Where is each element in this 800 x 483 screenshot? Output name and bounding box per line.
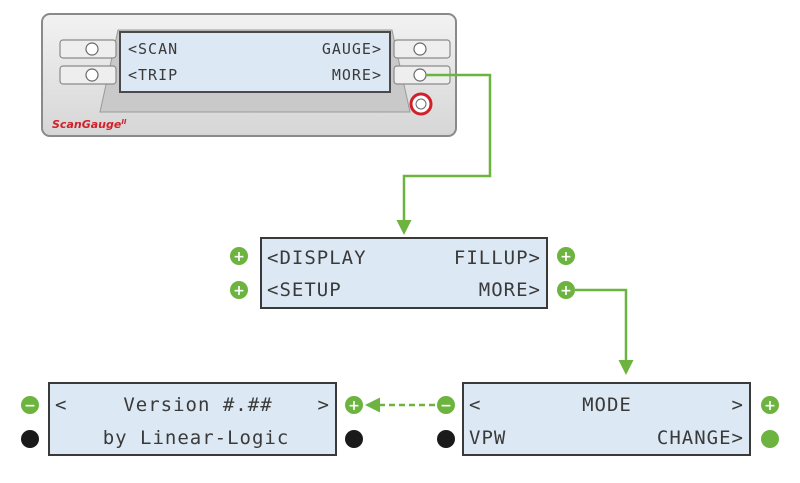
screen-version-minus-top-left[interactable]: − bbox=[21, 396, 39, 414]
svg-text:+: + bbox=[560, 249, 572, 265]
device-lcd-line2-left: <TRIP bbox=[128, 66, 178, 84]
screen-more-menu: <DISPLAY FILLUP> <SETUP MORE> + + + + bbox=[230, 237, 575, 309]
device-button-top-right[interactable] bbox=[393, 39, 451, 59]
svg-text:+: + bbox=[348, 398, 360, 414]
device-lcd-line2-right: MORE> bbox=[332, 66, 382, 84]
screen-mode: < MODE > VPW CHANGE> − + bbox=[437, 382, 779, 456]
screen-mode-lcd bbox=[462, 382, 751, 456]
svg-text:+: + bbox=[233, 249, 245, 265]
scangauge-device: <SCAN GAUGE> <TRIP MORE> ScanGaugeII bbox=[41, 13, 457, 137]
screen-mode-line1-left: < bbox=[469, 394, 481, 416]
screen-more-line2-right: MORE> bbox=[479, 279, 541, 301]
screen-more-lcd bbox=[260, 237, 548, 309]
screen-version-dot-bottom-right[interactable] bbox=[345, 430, 363, 448]
screen-version-line1-left: < bbox=[55, 394, 67, 416]
screen-mode-line1-center: MODE bbox=[582, 394, 632, 416]
svg-text:+: + bbox=[560, 283, 572, 299]
screen-mode-minus-top-left[interactable]: − bbox=[437, 396, 455, 414]
screen-version-plus-top-right[interactable]: + bbox=[345, 396, 363, 414]
screen-mode-line1-right: > bbox=[732, 394, 744, 416]
arrow-more-to-mode-screen bbox=[575, 288, 634, 375]
screen-more-plus-top-left[interactable]: + bbox=[230, 247, 248, 265]
device-lcd bbox=[119, 31, 391, 93]
screen-mode-dot-bottom-left[interactable] bbox=[437, 430, 455, 448]
screen-more-plus-top-right[interactable]: + bbox=[557, 247, 575, 265]
device-power-button[interactable] bbox=[409, 92, 433, 116]
screen-mode-plus-top-right[interactable]: + bbox=[761, 396, 779, 414]
screen-version: < Version #.## > by Linear-Logic − + bbox=[21, 382, 363, 456]
device-lcd-line1-right: GAUGE> bbox=[322, 40, 382, 58]
screen-version-line1-center: Version #.## bbox=[123, 394, 272, 416]
svg-text:−: − bbox=[24, 398, 36, 414]
screen-version-lcd bbox=[48, 382, 337, 456]
screen-more-plus-bottom-right[interactable]: + bbox=[557, 281, 575, 299]
device-button-bottom-left[interactable] bbox=[59, 65, 117, 85]
screen-mode-dot-bottom-right[interactable] bbox=[761, 430, 779, 448]
screen-more-plus-bottom-left[interactable]: + bbox=[230, 281, 248, 299]
screen-mode-line2-left: VPW bbox=[469, 427, 506, 449]
device-button-bottom-right[interactable] bbox=[393, 65, 451, 85]
scangauge-logo: ScanGaugeII bbox=[52, 118, 127, 131]
screen-version-line2-center: by Linear-Logic bbox=[103, 427, 290, 449]
svg-text:+: + bbox=[233, 283, 245, 299]
svg-text:−: − bbox=[440, 398, 452, 414]
screen-more-line2-left: <SETUP bbox=[267, 279, 342, 301]
svg-text:+: + bbox=[764, 398, 776, 414]
device-lcd-line1-left: <SCAN bbox=[128, 40, 178, 58]
screen-mode-line2-right: CHANGE> bbox=[657, 427, 744, 449]
screen-version-dot-bottom-left[interactable] bbox=[21, 430, 39, 448]
screen-version-line1-right: > bbox=[318, 394, 330, 416]
device-button-top-left[interactable] bbox=[59, 39, 117, 59]
arrow-device-to-more-menu bbox=[396, 73, 492, 235]
screen-more-line1-left: <DISPLAY bbox=[267, 247, 367, 269]
screen-more-line1-right: FILLUP> bbox=[454, 247, 541, 269]
